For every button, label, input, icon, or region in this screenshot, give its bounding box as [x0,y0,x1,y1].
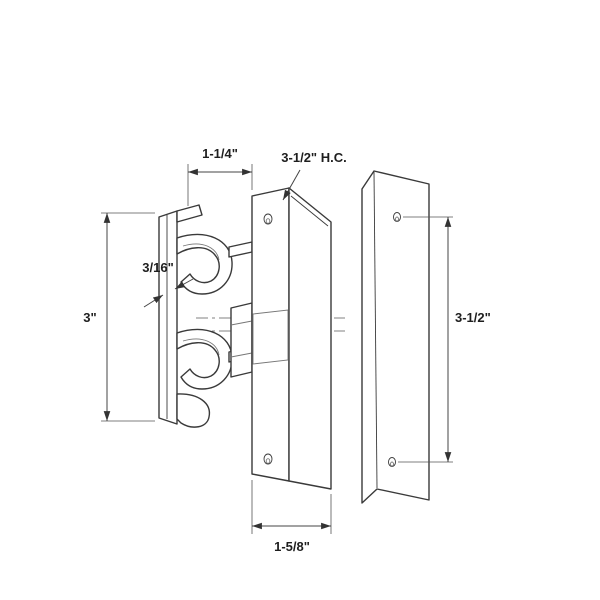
center-plate-side-face [288,187,332,490]
center-plate-screw-hole-bottom-inner [265,458,271,464]
latch-hook-upper [176,233,233,295]
dim-plate-height: 3-1/2" [398,216,491,463]
outer-plate [361,170,430,504]
leader-arrow [282,169,301,201]
latch-housing [230,302,253,378]
hook-lower-thickness-line [182,338,220,356]
housing-slot-line-upper [230,320,253,326]
dim-plate-width: 1-5/8" [251,480,332,554]
latch-bottom-curl [176,393,211,428]
latch-spine [158,210,178,425]
dim-label-top-width: 1-1/4" [202,146,238,161]
outer-plate-bend-line [373,171,378,489]
dim-label-gap: 3/16" [142,260,173,275]
dim-hole-centers: 3-1/2" H.C. [281,150,347,201]
gap-arrow-upper [174,278,194,290]
outer-plate-screw-hole-bottom [388,457,396,467]
center-plate-screw-hole-top [263,213,273,225]
outer-plate-screw-hole-top-inner [395,216,399,222]
dim-label-hole-centers: 3-1/2" H.C. [281,150,346,165]
outer-plate-screw-hole-bottom-inner [390,461,394,467]
dim-latch-height: 3" [83,212,155,422]
center-plate-screw-hole-top-inner [265,218,271,224]
center-plate-front-face [251,187,290,482]
latch-bolt-outline [252,309,289,365]
latch-tab-upper [228,241,253,258]
dim-gap: 3/16" [142,260,194,308]
hook-upper-thickness-line [182,243,220,261]
housing-slot-line-lower [230,352,253,358]
center-plate-screw-hole-bottom [263,453,273,465]
latch-top-tab [176,204,203,223]
dim-label-latch-height: 3" [83,310,96,325]
center-plate-chamfer-line [290,195,329,227]
outer-plate-outline [361,170,430,504]
dim-label-plate-width: 1-5/8" [274,539,310,554]
latch-hook-lower [176,328,233,390]
dim-label-plate-height: 3-1/2" [455,310,491,325]
dim-top-width: 1-1/4" [187,146,253,206]
gap-arrow-lower [143,294,164,308]
center-plate [230,187,332,490]
outer-plate-screw-hole-top [393,212,401,222]
latch-part [158,204,253,428]
